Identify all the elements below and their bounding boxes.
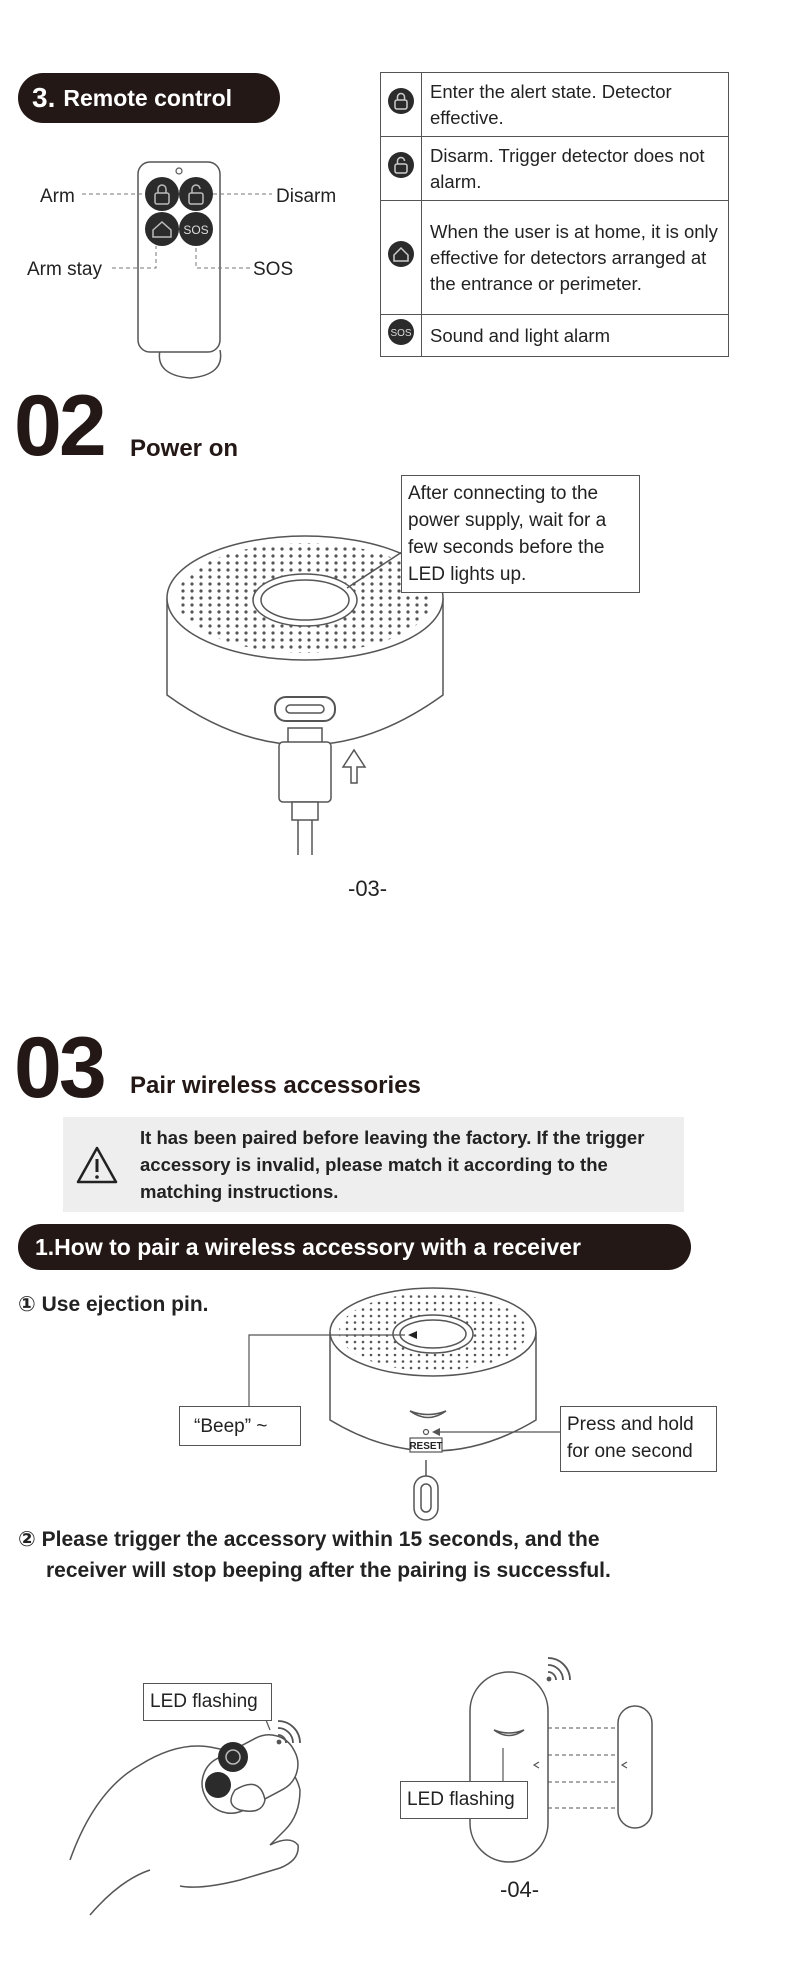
legend-text: Enter the alert state. Detector effectiv… <box>421 72 729 137</box>
lock-closed-icon <box>388 88 414 114</box>
warning-text: It has been paired before leaving the fa… <box>140 1127 645 1202</box>
legend-row: Disarm. Trigger detector does not alarm. <box>380 136 729 201</box>
step-1-text: Use ejection pin. <box>41 1293 209 1316</box>
step-2-line-1: Please trigger the accessory within 15 s… <box>41 1528 600 1551</box>
beep-callout: “Beep” ~ <box>179 1406 301 1446</box>
step-2-line-2: receiver will stop beeping after the pai… <box>46 1559 611 1582</box>
step-2-marker: ② <box>18 1528 36 1551</box>
remote-sos-button-text: SOS <box>183 223 208 237</box>
remote-heading-text: Remote control <box>63 84 233 111</box>
step-2: ② Please trigger the accessory within 15… <box>18 1524 758 1586</box>
section-number-03: 03 <box>14 1020 107 1116</box>
home-icon <box>388 241 414 267</box>
press-hold-callout: Press and hold for one second <box>560 1406 717 1472</box>
remote-illustration: SOS <box>82 161 272 379</box>
page-number-03: -03- <box>348 876 388 901</box>
pair-title: Pair wireless accessories <box>130 1072 421 1099</box>
legend-text: Sound and light alarm <box>421 314 729 357</box>
legend-row: Enter the alert state. Detector effectiv… <box>380 72 729 137</box>
sos-icon: SOS <box>388 319 414 345</box>
remote-legend-table: Enter the alert state. Detector effectiv… <box>380 72 729 357</box>
warning-box: It has been paired before leaving the fa… <box>63 1117 684 1212</box>
remote-heading-number: 3. <box>32 82 56 113</box>
label-sos: SOS <box>253 259 294 280</box>
step-1: ① Use ejection pin. <box>18 1289 209 1320</box>
legend-text: Disarm. Trigger detector does not alarm. <box>421 136 729 201</box>
legend-row: SOS Sound and light alarm <box>380 314 729 357</box>
led-flashing-callout-remote: LED flashing <box>143 1683 272 1721</box>
label-arm: Arm <box>40 186 75 207</box>
legend-row: When the user is at home, it is only eff… <box>380 200 729 315</box>
section-number-02: 02 <box>14 378 107 474</box>
remote-control-heading: 3. Remote control <box>18 73 280 123</box>
power-callout: After connecting to the power supply, wa… <box>401 475 640 593</box>
power-on-title: Power on <box>130 435 239 462</box>
pairing-subheading-text: 1.How to pair a wireless accessory with … <box>35 1233 581 1260</box>
label-disarm: Disarm <box>276 186 337 207</box>
page-number-04: -04- <box>500 1877 540 1902</box>
pairing-subheading: 1.How to pair a wireless accessory with … <box>18 1224 691 1270</box>
warning-icon <box>76 1146 118 1184</box>
sos-icon-text: SOS <box>390 328 411 339</box>
legend-text: When the user is at home, it is only eff… <box>421 200 729 315</box>
led-flashing-callout-sensor: LED flashing <box>400 1781 528 1819</box>
label-arm-stay: Arm stay <box>27 259 102 280</box>
lock-open-icon <box>388 152 414 178</box>
step-1-marker: ① <box>18 1293 36 1316</box>
reset-label: RESET <box>409 1441 442 1452</box>
